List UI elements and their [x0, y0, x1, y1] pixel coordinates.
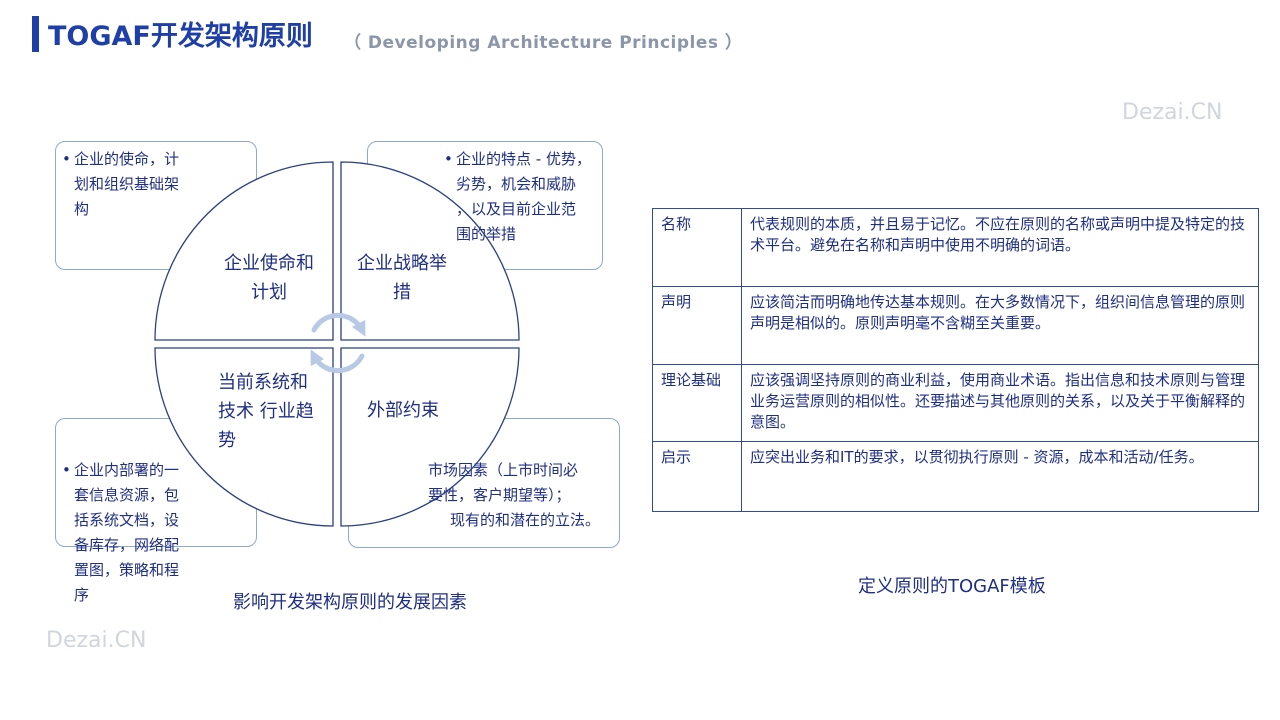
table-caption: 定义原则的TOGAF模板	[858, 576, 1046, 597]
note-text-strategy: • 企业的特点 - 优势，劣势，机会和威胁，以及目前企业范围的举措	[444, 150, 591, 243]
table-cell-key: 理论基础	[652, 364, 742, 442]
quadrant-top-right	[340, 161, 520, 341]
diagram-caption: 影响开发架构原则的发展因素	[233, 592, 467, 613]
watermark-bottom-left: Dezai.CN	[46, 628, 147, 653]
quadrant-bottom-right	[340, 347, 520, 527]
table-row: 启示 应突出业务和IT的要求，以贯彻执行原则 - 资源，成本和活动/任务。	[652, 441, 1259, 512]
note-text-current-systems: • 企业内部署的一套信息资源，包括系统文档，设备库存，网络配置图，策略和程序	[62, 461, 180, 604]
table-cell-key: 名称	[652, 208, 742, 287]
table-row: 声明 应该简洁而明确地传达基本规则。在大多数情况下，组织间信息管理的原则声明是相…	[652, 286, 1259, 365]
quadrant-label-strategy: 企业战略举措	[357, 253, 447, 303]
quadrant-label-mission: 企业使命和计划	[224, 253, 314, 303]
cycle-arrow-top	[311, 312, 366, 337]
table-cell-value: 应突出业务和IT的要求，以贯彻执行原则 - 资源，成本和活动/任务。	[741, 441, 1259, 512]
table-cell-key: 声明	[652, 286, 742, 365]
page-title: TOGAF开发架构原则	[48, 21, 313, 52]
quadrant-label-current-systems: 当前系统和技术 行业趋势	[218, 372, 314, 451]
table-row: 理论基础 应该强调坚持原则的商业利益，使用商业术语。指出信息和技术原则与管理业务…	[652, 364, 1259, 442]
note-text-external: 市场因素（上市时间必 要性，客户期望等）； 现有的和潜在的立法。	[428, 461, 601, 529]
quadrant-label-external: 外部约束	[367, 400, 439, 421]
table-cell-key: 启示	[652, 441, 742, 512]
table-cell-value: 代表规则的本质，并且易于记忆。不应在原则的名称或声明中提及特定的技术平台。避免在…	[741, 208, 1259, 287]
quadrant-bottom-left	[154, 347, 334, 527]
quadrant-top-left	[154, 161, 334, 341]
table-cell-value: 应该强调坚持原则的商业利益，使用商业术语。指出信息和技术原则与管理业务运营原则的…	[741, 364, 1259, 442]
cycle-arrow-bottom	[310, 349, 365, 374]
note-text-mission: • 企业的使命，计划和组织基础架构	[62, 150, 180, 218]
table-row: 名称 代表规则的本质，并且易于记忆。不应在原则的名称或声明中提及特定的技术平台。…	[652, 208, 1259, 287]
watermark-top-right: Dezai.CN	[1122, 100, 1223, 125]
title-accent-bar	[32, 16, 39, 52]
table-cell-value: 应该简洁而明确地传达基本规则。在大多数情况下，组织间信息管理的原则声明是相似的。…	[741, 286, 1259, 365]
togaf-template-table: 名称 代表规则的本质，并且易于记忆。不应在原则的名称或声明中提及特定的技术平台。…	[652, 208, 1259, 512]
page-subtitle: （ Developing Architecture Principles ）	[344, 33, 743, 53]
